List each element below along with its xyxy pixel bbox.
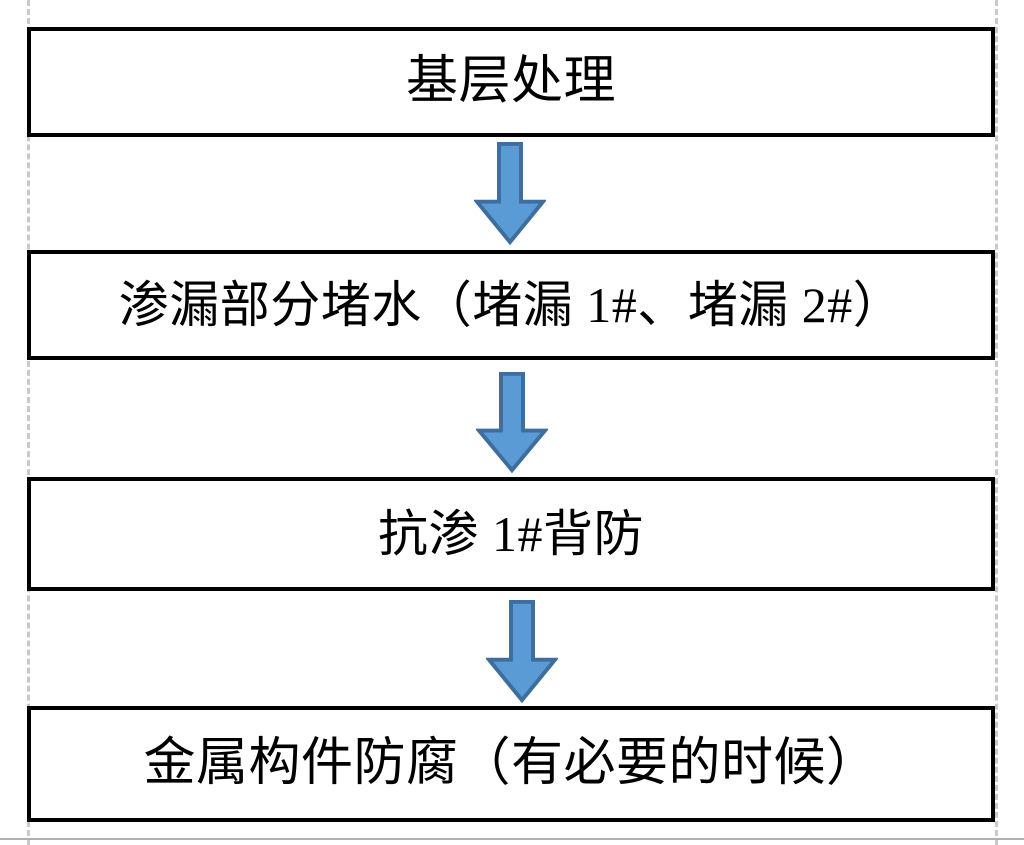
down-arrow-icon [474,142,546,246]
flow-node-step-1[interactable]: 基层处理 [27,27,995,137]
flow-node-label: 抗渗 1#背防 [378,505,644,562]
flow-node-label: 金属构件防腐（有必要的时候） [143,734,879,792]
guide-rail-left [27,0,30,845]
page-bottom-divider [0,838,1024,840]
flow-node-step-3[interactable]: 抗渗 1#背防 [27,477,995,591]
down-arrow-icon [476,372,548,474]
flow-node-step-4[interactable]: 金属构件防腐（有必要的时候） [27,706,995,822]
flow-node-label: 基层处理 [405,52,616,110]
flow-node-step-2[interactable]: 渗漏部分堵水（堵漏 1#、堵漏 2#） [27,250,995,360]
flow-node-label: 渗漏部分堵水（堵漏 1#、堵漏 2#） [118,276,904,333]
down-arrow-icon [486,600,558,704]
guide-rail-right [995,0,998,845]
